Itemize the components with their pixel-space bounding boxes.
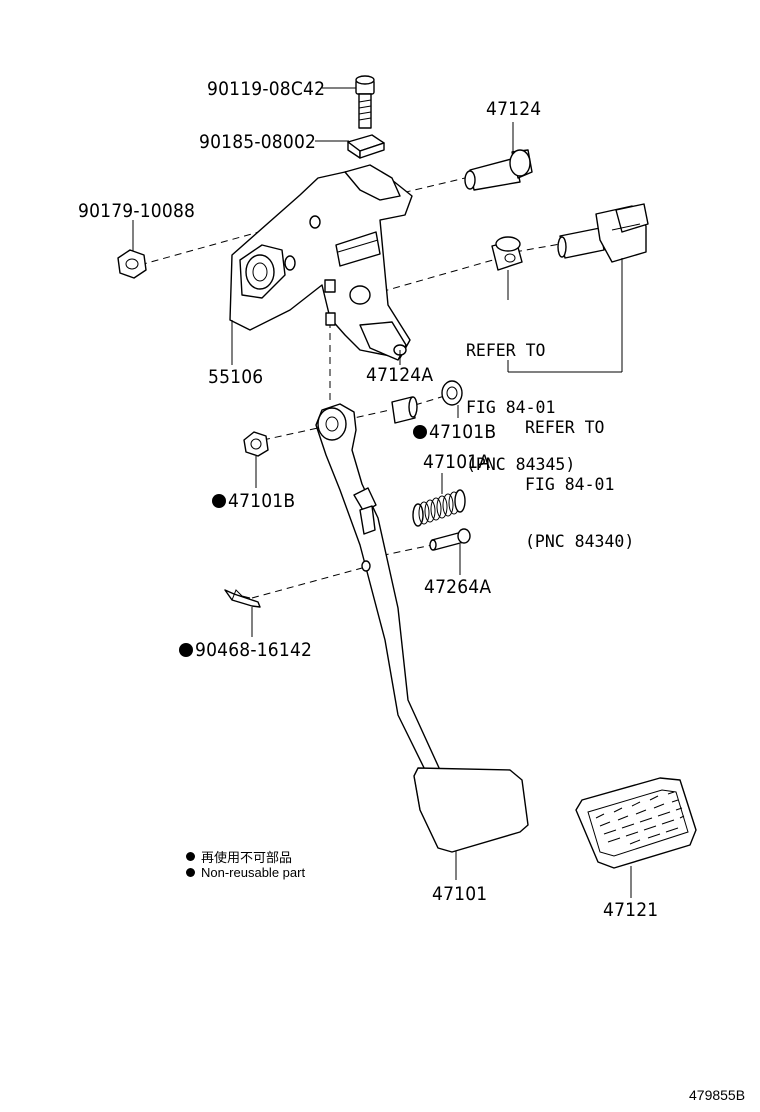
pivot-bolt-part xyxy=(464,149,533,191)
ref1-line3: (PNC 84345) xyxy=(466,455,576,474)
pedal-bracket-part xyxy=(229,164,413,361)
cylinder-part xyxy=(491,236,523,271)
label-pin: 47264A xyxy=(424,576,492,598)
legend-jp-text: 再使用不可部品 xyxy=(201,850,293,865)
bushing-left-part xyxy=(243,431,269,457)
label-bushing-right: 47101B xyxy=(413,423,496,442)
bushing-right-part xyxy=(441,380,463,406)
label-bushing-left: 47101B xyxy=(212,492,295,511)
clip-part xyxy=(224,589,261,608)
pedal-pad-part xyxy=(575,777,697,869)
non-reusable-dot xyxy=(413,425,427,439)
flange-nut-left-part xyxy=(117,249,147,279)
label-pedal-pad: 47121 xyxy=(603,899,659,921)
label-nut-top: 90185-08002 xyxy=(199,131,317,153)
ref2-line3: (PNC 84340) xyxy=(525,532,635,551)
ref2-line1: REFER TO xyxy=(525,418,605,437)
reference-note-2: REFER TO FIG 84-01 (PNC 84340) xyxy=(525,380,634,570)
ref1-line1: REFER TO xyxy=(466,341,546,360)
pin-part xyxy=(429,528,471,551)
label-bracket: 55106 xyxy=(208,366,264,388)
bolt-top-part xyxy=(355,75,375,129)
label-pivot-bolt: 47124 xyxy=(486,98,542,120)
stop-light-switch-part xyxy=(557,203,649,263)
legend-jp: 再使用不可部品 xyxy=(186,847,292,866)
legend-en: Non-reusable part xyxy=(186,865,305,880)
brake-pedal-part xyxy=(315,403,529,853)
spring-part xyxy=(412,489,466,527)
label-clip: 90468-16142 xyxy=(179,641,312,660)
label-collar: 47124A xyxy=(366,364,434,386)
label-flange-nut: 90179-10088 xyxy=(78,200,196,222)
label-bushing-left-text: 47101B xyxy=(228,490,296,512)
collar-part xyxy=(391,396,418,424)
label-spring: 47101A xyxy=(423,451,491,473)
legend-dot-icon xyxy=(186,868,195,877)
ref1-line2: FIG 84-01 xyxy=(466,398,556,417)
reference-note-1: REFER TO FIG 84-01 (PNC 84345) xyxy=(466,303,575,493)
leader-lines xyxy=(132,87,632,898)
clip-nut-top-part xyxy=(347,134,385,159)
ref2-line2: FIG 84-01 xyxy=(525,475,615,494)
non-reusable-dot xyxy=(212,494,226,508)
label-bushing-right-text: 47101B xyxy=(429,421,497,443)
figure-number: 479855B xyxy=(689,1087,746,1103)
label-clip-text: 90468-16142 xyxy=(195,639,313,661)
label-bolt-top: 90119-08C42 xyxy=(207,78,326,100)
label-pedal: 47101 xyxy=(432,883,488,905)
non-reusable-dot xyxy=(179,643,193,657)
legend-dot-icon xyxy=(186,852,195,861)
legend-en-text: Non-reusable part xyxy=(201,865,306,880)
